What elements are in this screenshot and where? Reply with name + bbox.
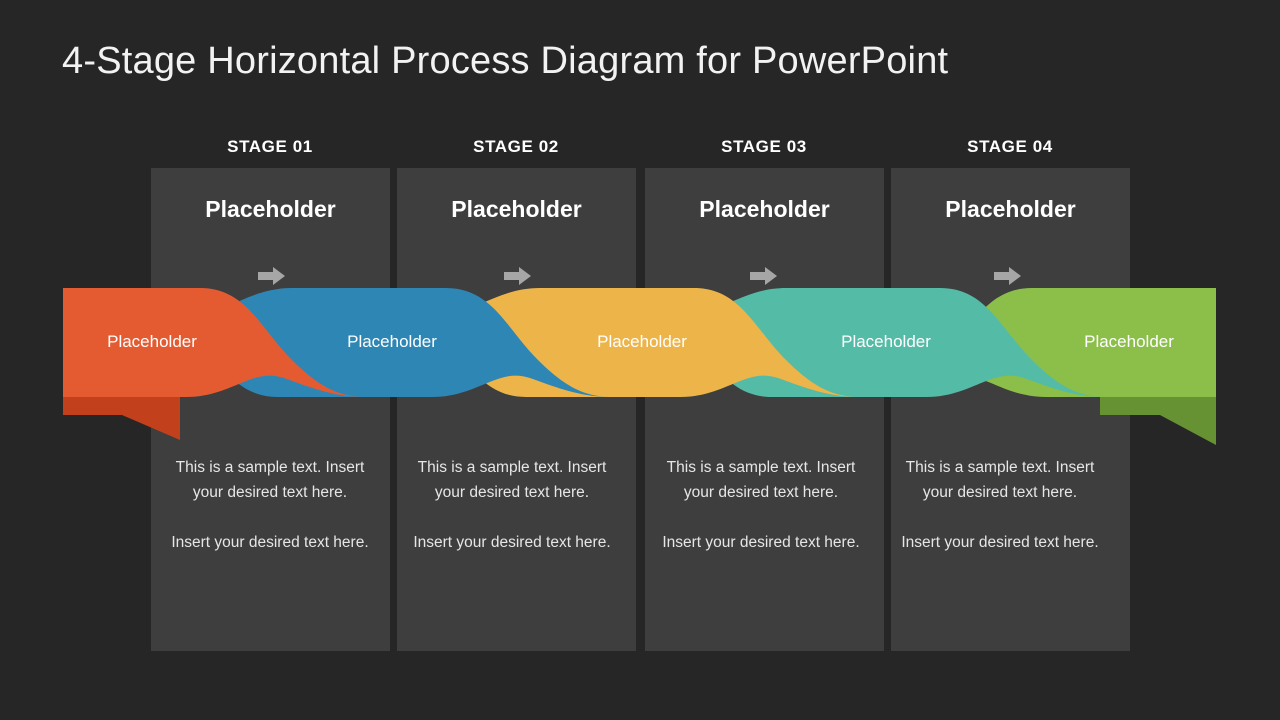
- stage-heading-02: Placeholder: [451, 196, 582, 222]
- ribbon-band-orange: [63, 288, 366, 397]
- stage-panel-01[interactable]: [151, 168, 390, 651]
- stage-body-paragraph-2: Insert your desired text here.: [901, 534, 1099, 551]
- stage-label-04: STAGE 04: [967, 137, 1053, 156]
- band-caption-04: Placeholder: [841, 332, 931, 351]
- stage-label-01: STAGE 01: [227, 137, 313, 156]
- right-arrow-icon: [504, 266, 532, 286]
- right-arrow-icon: [258, 266, 286, 286]
- stage-panel-02[interactable]: [397, 168, 636, 651]
- stage-body-02: This is a sample text. Insert your desir…: [412, 455, 612, 555]
- stage-body-paragraph-1: This is a sample text. Insert your desir…: [666, 459, 856, 501]
- band-caption-02: Placeholder: [347, 332, 437, 351]
- stage-body-paragraph-1: This is a sample text. Insert your desir…: [175, 459, 365, 501]
- right-arrow-icon: [750, 266, 778, 286]
- stage-heading-04: Placeholder: [945, 196, 1076, 222]
- stage-body-01: This is a sample text. Insert your desir…: [170, 455, 370, 555]
- right-arrow-icon: [994, 266, 1022, 286]
- stage-body-paragraph-2: Insert your desired text here.: [171, 534, 369, 551]
- ribbon-fold-orange: [63, 397, 180, 440]
- band-caption-01: Placeholder: [107, 332, 197, 351]
- process-ribbon: [63, 288, 1216, 445]
- ribbon-fold-green: [1100, 397, 1216, 445]
- band-caption-03: Placeholder: [597, 332, 687, 351]
- stage-heading-03: Placeholder: [699, 196, 830, 222]
- stage-body-paragraph-2: Insert your desired text here.: [662, 534, 860, 551]
- stage-panel-04[interactable]: [891, 168, 1130, 651]
- stage-label-02: STAGE 02: [473, 137, 559, 156]
- band-caption-05: Placeholder: [1084, 332, 1174, 351]
- ribbon-segment-orange[interactable]: [63, 288, 366, 440]
- stage-body-paragraph-1: This is a sample text. Insert your desir…: [905, 459, 1095, 501]
- stage-body-03: This is a sample text. Insert your desir…: [661, 455, 861, 555]
- stage-body-paragraph-2: Insert your desired text here.: [413, 534, 611, 551]
- page-title: 4-Stage Horizontal Process Diagram for P…: [62, 40, 949, 82]
- stage-panel-03[interactable]: [645, 168, 884, 651]
- stage-body-paragraph-1: This is a sample text. Insert your desir…: [417, 459, 607, 501]
- stage-body-04: This is a sample text. Insert your desir…: [900, 455, 1100, 555]
- stage-label-03: STAGE 03: [721, 137, 807, 156]
- stage-heading-01: Placeholder: [205, 196, 336, 222]
